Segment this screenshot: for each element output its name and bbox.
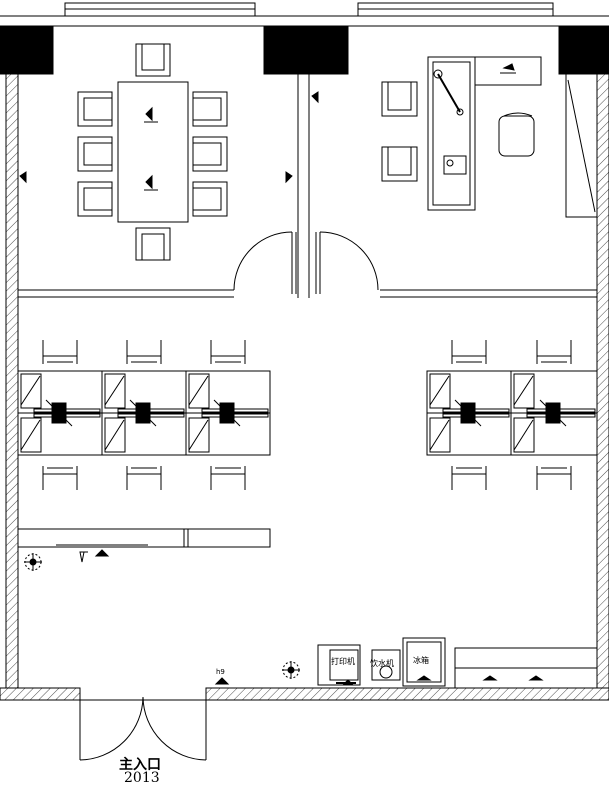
storage-counter bbox=[454, 647, 598, 689]
lamp-bottom bbox=[214, 677, 230, 685]
office-chair bbox=[498, 115, 535, 157]
phone-icon bbox=[144, 174, 158, 191]
reception-counter bbox=[17, 528, 271, 563]
chair bbox=[77, 91, 113, 127]
meeting-room-door bbox=[233, 231, 297, 294]
visitor-chair bbox=[381, 81, 418, 117]
chair bbox=[77, 136, 113, 172]
right-wall bbox=[596, 73, 609, 689]
drawer bbox=[104, 373, 126, 409]
phone-icon bbox=[500, 63, 516, 74]
entrance-label: 主入口 bbox=[119, 757, 161, 773]
fridge-label: 冰箱 bbox=[413, 656, 429, 665]
top-wall bbox=[0, 2, 609, 27]
water-dispenser-label: 饮水机 bbox=[370, 659, 394, 668]
drawer bbox=[513, 373, 535, 409]
bottom-wall-left bbox=[0, 687, 81, 701]
column-top-right bbox=[558, 25, 609, 75]
drawer bbox=[20, 373, 42, 409]
bottom-wall-right bbox=[205, 687, 609, 701]
drawer bbox=[429, 417, 451, 453]
chair bbox=[192, 136, 228, 172]
drawer bbox=[20, 417, 42, 453]
chair bbox=[135, 43, 171, 77]
drawer bbox=[513, 417, 535, 453]
small-label: h9 bbox=[216, 668, 225, 676]
printer-label: 打印机 bbox=[331, 657, 355, 666]
chair bbox=[77, 181, 113, 217]
manager-desk bbox=[427, 56, 476, 211]
drawer bbox=[104, 417, 126, 453]
plant-icon bbox=[24, 553, 42, 571]
drawer bbox=[188, 417, 210, 453]
left-wall bbox=[5, 73, 19, 689]
outlet-bottom bbox=[342, 679, 354, 685]
file-cabinet bbox=[565, 73, 598, 218]
outlet-icon bbox=[285, 171, 293, 184]
outlet-icon bbox=[19, 171, 27, 184]
plant-icon bbox=[282, 661, 300, 679]
meeting-table bbox=[117, 81, 189, 223]
outlet-icon bbox=[311, 91, 319, 104]
meeting-table-group bbox=[19, 43, 319, 261]
entrance-number: 2013 bbox=[124, 770, 160, 786]
water-dispenser-unit bbox=[371, 649, 401, 681]
phone-icon bbox=[94, 549, 110, 557]
main-entrance-door bbox=[79, 688, 207, 761]
column-top-center bbox=[263, 25, 349, 75]
outlet-icon bbox=[79, 551, 88, 563]
fridge-unit bbox=[402, 637, 446, 687]
drawer bbox=[429, 373, 451, 409]
office-door bbox=[315, 231, 379, 294]
visitor-chair bbox=[381, 146, 418, 182]
drawer bbox=[188, 373, 210, 409]
manager-office bbox=[381, 56, 598, 218]
chair bbox=[192, 181, 228, 217]
column-top-left bbox=[0, 25, 54, 75]
desk-return bbox=[474, 56, 542, 86]
chair bbox=[135, 227, 171, 261]
chair bbox=[192, 91, 228, 127]
phone-icon bbox=[144, 106, 158, 123]
partition-walls bbox=[18, 73, 597, 298]
desk-phone bbox=[443, 155, 467, 175]
lamp-icon bbox=[437, 73, 461, 113]
